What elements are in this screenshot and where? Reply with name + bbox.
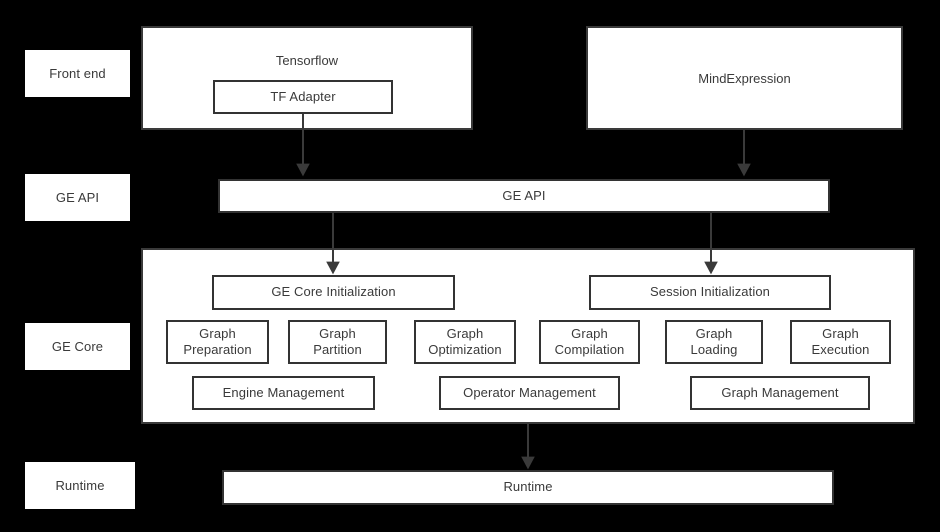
module-graph-compilation-label: Graph Compilation bbox=[554, 325, 625, 357]
ge-api-box[interactable]: GE API bbox=[218, 179, 830, 213]
layer-label-runtime: Runtime bbox=[25, 462, 135, 509]
module-graph-preparation-label: Graph Preparation bbox=[183, 325, 252, 357]
tf-adapter-label: TF Adapter bbox=[270, 88, 336, 104]
layer-label-ge-core: GE Core bbox=[25, 323, 130, 370]
module-graph-execution-label: Graph Execution bbox=[811, 325, 870, 357]
mindexpression-container[interactable]: MindExpression bbox=[586, 26, 903, 130]
module-graph-execution[interactable]: Graph Execution bbox=[790, 320, 891, 364]
tf-adapter-box[interactable]: TF Adapter bbox=[213, 80, 393, 114]
module-graph-loading[interactable]: Graph Loading bbox=[665, 320, 763, 364]
manager-operator-management-label: Operator Management bbox=[463, 384, 596, 400]
mindexpression-label: MindExpression bbox=[698, 71, 791, 86]
manager-operator-management[interactable]: Operator Management bbox=[439, 376, 620, 410]
module-graph-preparation[interactable]: Graph Preparation bbox=[166, 320, 269, 364]
runtime-box[interactable]: Runtime bbox=[222, 470, 834, 505]
layer-label-front-end-text: Front end bbox=[49, 66, 106, 81]
layer-label-runtime-text: Runtime bbox=[55, 478, 105, 493]
runtime-label: Runtime bbox=[503, 479, 553, 495]
manager-engine-management-label: Engine Management bbox=[222, 384, 345, 400]
manager-graph-management[interactable]: Graph Management bbox=[690, 376, 870, 410]
module-graph-optimization-label: Graph Optimization bbox=[428, 325, 502, 357]
module-graph-partition-label: Graph Partition bbox=[313, 325, 362, 357]
module-graph-compilation[interactable]: Graph Compilation bbox=[539, 320, 640, 364]
session-initialization-label: Session Initialization bbox=[650, 284, 770, 300]
manager-engine-management[interactable]: Engine Management bbox=[192, 376, 375, 410]
ge-core-initialization-box[interactable]: GE Core Initialization bbox=[212, 275, 455, 310]
ge-core-initialization-label: GE Core Initialization bbox=[271, 284, 396, 300]
module-graph-loading-label: Graph Loading bbox=[690, 325, 738, 357]
session-initialization-box[interactable]: Session Initialization bbox=[589, 275, 831, 310]
tensorflow-container[interactable]: Tensorflow bbox=[141, 26, 473, 130]
manager-graph-management-label: Graph Management bbox=[721, 384, 839, 400]
layer-label-ge-core-text: GE Core bbox=[51, 339, 104, 354]
module-graph-partition[interactable]: Graph Partition bbox=[288, 320, 387, 364]
layer-label-ge-api: GE API bbox=[25, 174, 130, 221]
layer-label-ge-api-text: GE API bbox=[55, 190, 100, 205]
module-graph-optimization[interactable]: Graph Optimization bbox=[414, 320, 516, 364]
ge-api-label: GE API bbox=[502, 187, 546, 203]
tensorflow-label: Tensorflow bbox=[275, 53, 339, 68]
layer-label-front-end: Front end bbox=[25, 50, 130, 97]
